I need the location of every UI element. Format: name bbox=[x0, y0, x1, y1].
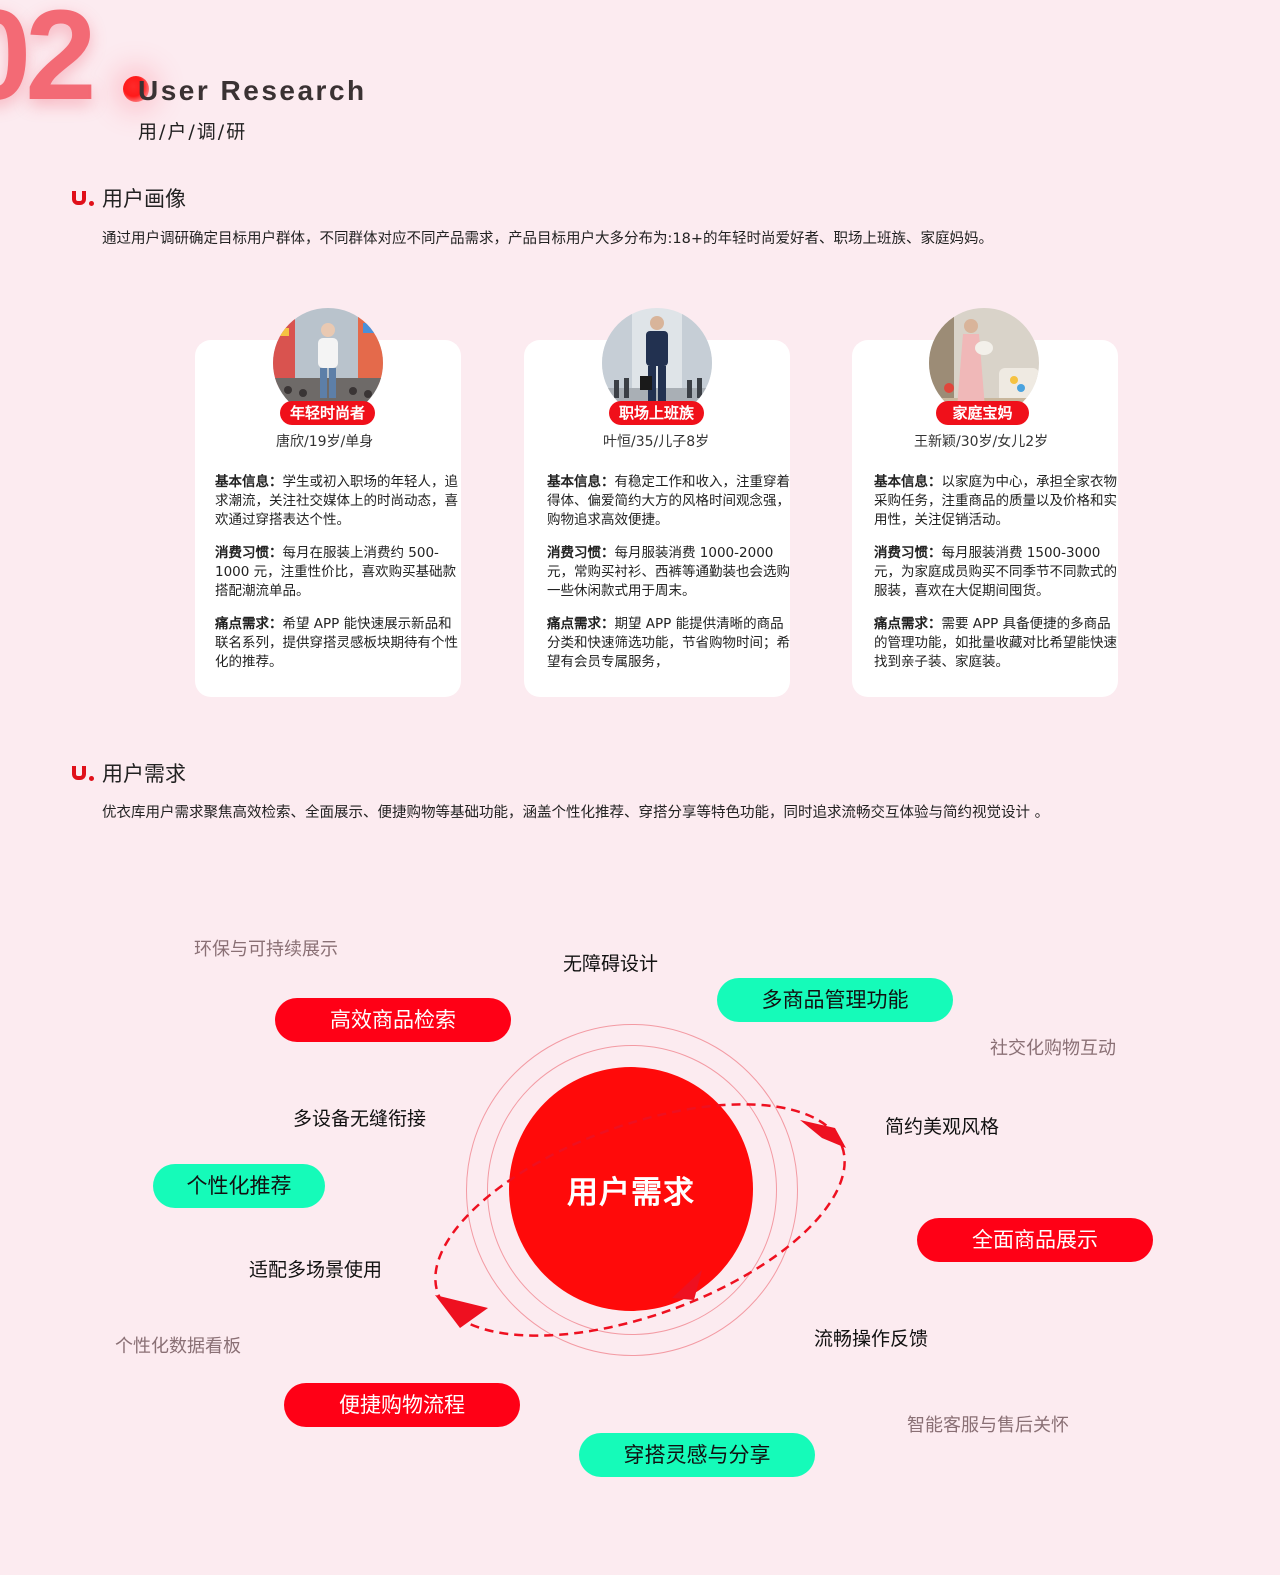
persona-tag: 年轻时尚者 bbox=[280, 401, 376, 425]
experience-need: 简约美观风格 bbox=[885, 1116, 1000, 1138]
feature-need-pill: 穿搭灵感与分享 bbox=[579, 1433, 815, 1477]
avatar-young-fashion bbox=[273, 308, 383, 418]
experience-need: 流畅操作反馈 bbox=[814, 1328, 929, 1350]
personas-description: 通过用户调研确定目标用户群体，不同群体对应不同产品需求，产品目标用户大多分布为:… bbox=[102, 231, 993, 247]
section-number: 02 bbox=[0, 0, 96, 127]
persona-tag: 家庭宝妈 bbox=[936, 401, 1029, 425]
persona-tag: 职场上班族 bbox=[609, 401, 705, 425]
feature-need-pill: 多商品管理功能 bbox=[717, 978, 953, 1022]
extended-need: 社交化购物互动 bbox=[990, 1038, 1116, 1059]
needs-heading: 用户需求 bbox=[72, 758, 186, 788]
core-need-pill: 便捷购物流程 bbox=[284, 1383, 520, 1427]
persona-name: 唐欣/19岁/单身 bbox=[276, 434, 374, 450]
extended-need: 环保与可持续展示 bbox=[194, 939, 338, 960]
personas-title: 用户画像 bbox=[102, 187, 186, 211]
section-title-cn: 用/户/调/研 bbox=[138, 121, 248, 143]
experience-need: 无障碍设计 bbox=[563, 953, 659, 975]
extended-need: 个性化数据看板 bbox=[115, 1336, 241, 1357]
section-title-en: User Research bbox=[138, 75, 367, 106]
persona-habits: 消费习惯：每月服装消费 1000-2000 元，常购买衬衫、西裤等通勤装也会选购… bbox=[547, 545, 790, 599]
experience-need: 适配多场景使用 bbox=[249, 1259, 383, 1281]
u-logo-icon bbox=[72, 187, 96, 209]
persona-pain-points: 痛点需求：需要 APP 具备便捷的多商品的管理功能，如批量收藏对比希望能快速找到… bbox=[874, 616, 1117, 670]
persona-habits: 消费习惯：每月在服装上消费约 500-1000 元，注重性价比，喜欢购买基础款搭… bbox=[215, 545, 457, 599]
core-need-pill: 高效商品检索 bbox=[275, 998, 511, 1042]
core-need-pill: 全面商品展示 bbox=[917, 1218, 1153, 1262]
persona-name: 王新颖/30岁/女儿2岁 bbox=[914, 434, 1049, 450]
experience-need: 多设备无缝衔接 bbox=[293, 1108, 427, 1130]
persona-basic-info: 基本信息：学生或初入职场的年轻人，追求潮流，关注社交媒体上的时尚动态，喜欢通过穿… bbox=[215, 474, 458, 528]
center-label: 用户需求 bbox=[567, 1175, 695, 1211]
persona-name: 叶恒/35/儿子8岁 bbox=[603, 434, 710, 450]
needs-description: 优衣库用户需求聚焦高效检索、全面展示、便捷购物等基础功能，涵盖个性化推荐、穿搭分… bbox=[102, 805, 1050, 821]
needs-title: 用户需求 bbox=[102, 762, 186, 786]
personas-heading: 用户画像 bbox=[72, 183, 186, 213]
street-photo-icon bbox=[273, 308, 383, 418]
feature-need-pill: 个性化推荐 bbox=[153, 1164, 325, 1208]
persona-basic-info: 基本信息：以家庭为中心，承担全家衣物采购任务，注重商品的质量以及价格和实用性，关… bbox=[874, 474, 1117, 528]
persona-habits: 消费习惯：每月服装消费 1500-3000 元，为家庭成员购买不同季节不同款式的… bbox=[874, 545, 1117, 599]
extended-need: 智能客服与售后关怀 bbox=[907, 1415, 1069, 1436]
persona-basic-info: 基本信息：有稳定工作和收入，注重穿着得体、偏爱简约大方的风格时间观念强，购物追求… bbox=[547, 474, 790, 528]
u-logo-icon bbox=[72, 762, 96, 784]
persona-pain-points: 痛点需求：希望 APP 能快速展示新品和联名系列，提供穿搭灵感板块期待有个性化的… bbox=[215, 616, 458, 670]
persona-pain-points: 痛点需求：期望 APP 能提供清晰的商品分类和快速筛选功能，节省购物时间；希望有… bbox=[547, 616, 790, 670]
title-dot-decoration bbox=[123, 76, 149, 102]
